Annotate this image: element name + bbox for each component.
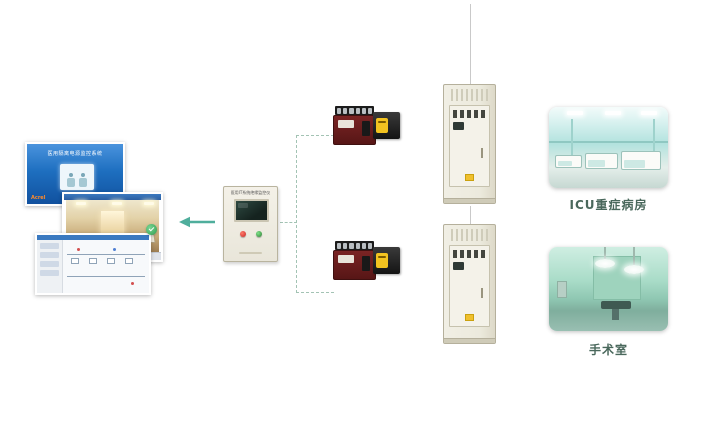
surgical-light [595,259,615,268]
ceiling-light [567,111,583,115]
ats-transfer-switch [333,106,376,145]
warning-sticker [465,174,474,181]
terminal-block [335,106,374,115]
light-arm [633,247,635,267]
ceiling-light [144,202,154,205]
isolation-power-cabinet-top [443,84,496,204]
hospital-bed [555,155,582,168]
window-titlebar [37,235,149,240]
breaker-symbol [107,258,115,264]
surgical-light [624,265,644,274]
ceiling-light [641,111,657,115]
panel-label: 医用IT系统绝缘监控仪 [230,190,271,195]
brand-logo: Acrel [31,195,46,201]
status-dot [113,248,116,251]
incoming-feed-line [470,4,471,84]
panel-meter [453,122,464,130]
ats-body [333,115,376,145]
ceiling-light [76,202,86,205]
door-handle [481,288,483,298]
person-figure [67,173,75,187]
panel-vent [239,252,262,254]
bus-line [67,276,145,277]
ats-body [333,250,376,280]
incoming-feed-line [470,206,471,224]
ats-handle [362,256,370,271]
presentation-photo [60,164,94,190]
panel-lcd-screen [234,199,269,222]
person-figure [79,173,87,187]
cabinet-door [449,105,490,187]
connector-panel-line [280,222,297,223]
scada-oneline-diagram [63,240,149,293]
insulation-monitor-device [373,247,400,274]
light-arm [604,247,606,261]
presentation-title: 医用隔离电源监控系统 [47,151,103,157]
hospital-bed [585,153,618,169]
ats-nameplate [338,255,354,263]
status-check-icon [146,224,157,235]
flow-arrow-left-icon [178,214,216,230]
scada-sidebar [37,240,63,293]
ats-handle [362,121,370,136]
wall-divider [653,119,655,157]
ceiling-light [605,111,621,115]
device-badge [376,253,388,268]
device-badge [376,118,388,133]
breaker-symbol [89,258,97,264]
breaker-row [453,250,486,258]
cabinet-door [449,245,490,327]
status-dot [77,248,80,251]
wall-divider [571,119,573,157]
scada-screen [35,233,151,295]
icu-ward-label: ICU重症病房 [569,198,648,212]
ats-nameplate [338,120,354,128]
insulation-monitor-device [373,112,400,139]
warning-sticker [465,314,474,321]
headwall-rail [549,141,668,143]
operating-table [601,301,631,320]
status-dot [131,282,134,285]
operating-room-photo [549,247,668,331]
run-button [256,231,262,237]
door-handle [481,148,483,158]
central-monitor-panel: 医用IT系统绝缘监控仪 [223,186,278,262]
breaker-row [453,110,486,118]
hospital-bed [621,151,661,170]
cabinet-vent [451,89,488,101]
panel-meter [453,262,464,270]
stop-button [240,231,246,237]
ats-transfer-switch [333,241,376,280]
connector-top-branch-line [296,135,334,136]
connector-bottom-branch-line [296,292,334,293]
icu-ward-photo [549,107,668,188]
connector-trunk-line [296,135,297,293]
breaker-symbol [125,258,133,264]
cabinet-vent [451,229,488,241]
window-titlebar [64,194,161,200]
breaker-symbol [71,258,79,264]
medical-equipment [557,281,567,298]
ceiling-light [112,202,122,205]
cabinet-base [444,338,495,343]
terminal-block [335,241,374,250]
cabinet-base [444,198,495,203]
corridor-end [101,211,124,236]
bus-line [67,254,145,255]
operating-room-label: 手术室 [588,343,628,357]
isolation-power-cabinet-bottom [443,224,496,344]
